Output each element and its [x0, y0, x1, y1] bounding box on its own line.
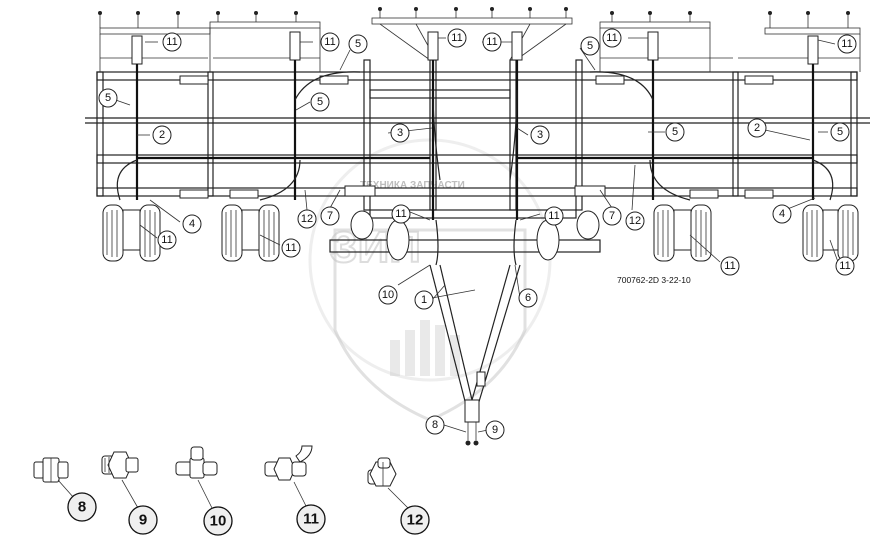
hydraulic-hoses	[116, 71, 834, 266]
fitting-9: 9	[101, 451, 158, 535]
callout-5: 5	[665, 122, 685, 142]
svg-text:10: 10	[382, 289, 394, 301]
svg-text:5: 5	[672, 126, 678, 138]
svg-text:11: 11	[166, 36, 177, 48]
callout-11: 11	[835, 256, 855, 276]
implement-frame	[85, 7, 870, 253]
callout-11: 11	[281, 238, 301, 258]
callout-9: 9	[485, 420, 505, 440]
callout-7: 7	[602, 206, 622, 226]
callout-11: 11	[602, 28, 622, 48]
svg-text:11: 11	[548, 210, 559, 222]
fitting-12: 12	[367, 457, 430, 535]
svg-text:12: 12	[629, 215, 641, 227]
svg-text:12: 12	[301, 213, 313, 225]
fitting-10: 10	[175, 446, 233, 536]
callout-11: 11	[320, 32, 340, 52]
svg-text:5: 5	[355, 38, 361, 50]
svg-text:5: 5	[317, 96, 323, 108]
callout-3: 3	[530, 125, 550, 145]
callout-group: 11 11 11 11 11 11 5 5 5 5 5 5 2 2 3 3 4 …	[98, 28, 857, 440]
svg-text:11: 11	[724, 260, 735, 272]
straight-adapter-icon	[33, 457, 69, 483]
svg-text:11: 11	[486, 36, 497, 48]
callout-11: 11	[162, 32, 182, 52]
svg-text:11: 11	[161, 234, 172, 246]
hex-nipple-icon	[367, 457, 397, 487]
elbow-fitting-icon	[264, 445, 313, 481]
svg-text:3: 3	[537, 129, 543, 141]
callout-4: 4	[772, 204, 792, 224]
callout-5: 5	[348, 34, 368, 54]
hitch-tongue	[429, 264, 521, 446]
svg-text:9: 9	[492, 424, 498, 436]
fitting-8: 8	[33, 457, 97, 522]
svg-text:3: 3	[397, 127, 403, 139]
svg-text:7: 7	[609, 210, 615, 222]
watermark-text: ТЕХНИКА ЗАПЧАСТИ	[360, 180, 465, 191]
svg-text:9: 9	[139, 512, 147, 529]
svg-text:8: 8	[432, 419, 438, 431]
svg-text:5: 5	[837, 126, 843, 138]
callout-10: 10	[378, 285, 398, 305]
callout-2: 2	[747, 118, 767, 138]
tee-fitting-icon	[175, 446, 218, 479]
svg-text:10: 10	[210, 513, 227, 530]
callout-11: 11	[157, 230, 177, 250]
callout-8: 8	[425, 415, 445, 435]
fitting-11: 11	[264, 445, 326, 534]
svg-text:11: 11	[841, 38, 852, 50]
callout-7: 7	[320, 206, 340, 226]
svg-text:11: 11	[285, 242, 296, 254]
callout-12: 12	[625, 211, 645, 231]
svg-text:4: 4	[189, 218, 195, 230]
svg-text:8: 8	[78, 499, 86, 516]
callout-2: 2	[152, 125, 172, 145]
svg-text:2: 2	[159, 129, 165, 141]
callout-11: 11	[482, 32, 502, 52]
wheel-assemblies	[102, 204, 859, 262]
callout-3: 3	[390, 123, 410, 143]
callout-11: 11	[447, 28, 467, 48]
hex-connector-icon	[101, 451, 139, 479]
callout-1: 1	[414, 290, 434, 310]
callout-11: 11	[837, 34, 857, 54]
svg-text:11: 11	[606, 32, 617, 44]
svg-text:5: 5	[587, 40, 593, 52]
fittings-legend: 8 9 10	[33, 445, 430, 536]
callout-11: 11	[391, 204, 411, 224]
svg-text:4: 4	[779, 208, 785, 220]
drawing-code: 700762-2D 3-22-10	[617, 275, 691, 285]
svg-text:5: 5	[105, 92, 111, 104]
svg-text:2: 2	[754, 122, 760, 134]
svg-text:6: 6	[525, 292, 531, 304]
callout-6: 6	[518, 288, 538, 308]
callout-12: 12	[297, 209, 317, 229]
callout-11: 11	[544, 206, 564, 226]
svg-text:11: 11	[303, 511, 319, 528]
svg-text:11: 11	[324, 36, 335, 48]
svg-text:11: 11	[451, 32, 462, 44]
callout-5: 5	[830, 122, 850, 142]
callout-5: 5	[98, 88, 118, 108]
svg-text:7: 7	[327, 210, 333, 222]
svg-text:1: 1	[421, 294, 427, 306]
svg-text:11: 11	[395, 208, 406, 220]
callout-5: 5	[310, 92, 330, 112]
hydraulic-cylinders	[131, 31, 819, 220]
callout-11: 11	[720, 256, 740, 276]
svg-text:11: 11	[839, 260, 850, 272]
svg-text:12: 12	[407, 512, 424, 529]
callout-5: 5	[580, 36, 600, 56]
callout-4: 4	[182, 214, 202, 234]
